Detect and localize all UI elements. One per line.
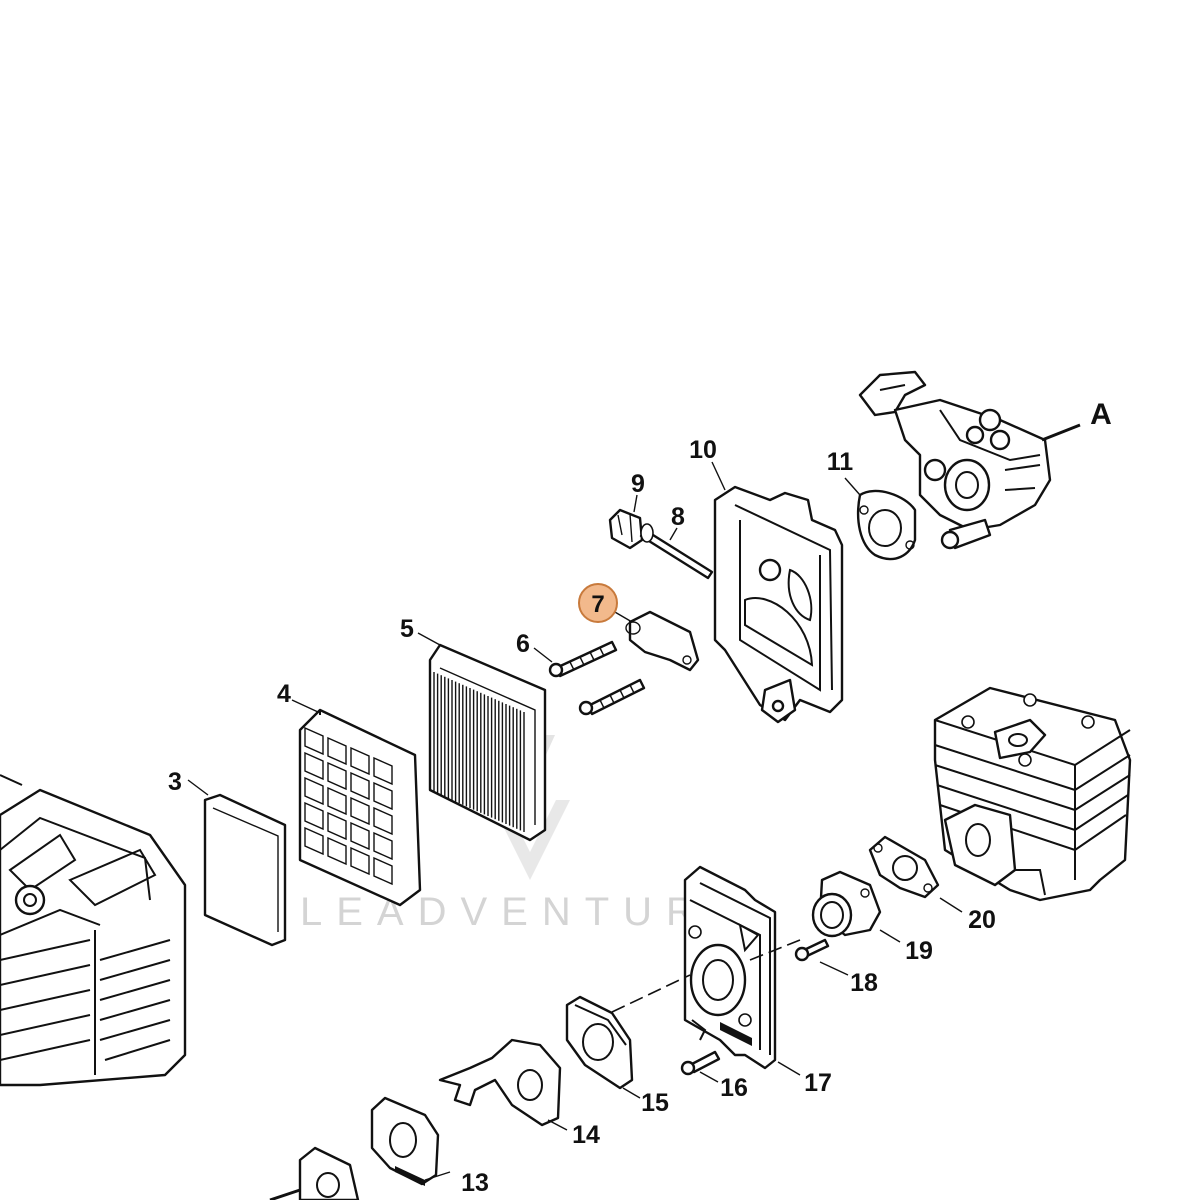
part-20-gasket: [868, 835, 940, 899]
part-6-screws: [548, 640, 646, 716]
part-7-bracket-plate: [625, 610, 700, 672]
part-label-15: 15: [641, 1089, 669, 1117]
part-labels: 3 4 5 6 8 9 10 11 13 14 15 16 17 18 19 2…: [168, 398, 1112, 1197]
highlight-part-7[interactable]: 7: [578, 583, 618, 623]
part-label-17: 17: [804, 1069, 832, 1097]
part-16-screw: [680, 1050, 721, 1076]
prefilter-cell: [350, 846, 370, 876]
part-label-13: 13: [461, 1169, 489, 1197]
part-17-intake-flange: [683, 865, 777, 1070]
part-label-9: 9: [631, 470, 645, 498]
engine-housing: [0, 774, 187, 1087]
part-14-bracket: [438, 1038, 562, 1127]
part-label-14: 14: [572, 1121, 600, 1149]
part-4-prefilter: [298, 708, 422, 907]
prefilter-cell: [327, 736, 347, 766]
part-5-air-filter: [428, 643, 547, 842]
prefilter-cell: [373, 856, 393, 886]
part-label-5: 5: [400, 615, 414, 643]
cylinder: [933, 686, 1132, 902]
watermark-text: LEADVENTURE: [300, 890, 750, 934]
part-18-screw: [794, 938, 830, 962]
prefilter-cell: [350, 796, 370, 826]
prefilter-cell: [327, 811, 347, 841]
part-label-20: 20: [968, 906, 996, 934]
part-label-3: 3: [168, 768, 182, 796]
prefilter-cell: [327, 761, 347, 791]
prefilter-cell: [350, 746, 370, 776]
prefilter-cell: [327, 786, 347, 816]
part-9-fitting: [608, 508, 644, 550]
part-10-filter-base: [713, 485, 844, 724]
prefilter-cell: [304, 726, 324, 756]
prefilter-cell: [304, 826, 324, 856]
part-11-gasket: [856, 489, 917, 561]
part-19-manifold: [811, 870, 882, 938]
prefilter-cell: [373, 831, 393, 861]
part-13-spacer: [370, 1096, 440, 1186]
assembly-lines: [611, 939, 801, 1013]
part-label-10: 10: [689, 436, 717, 464]
prefilter-cell: [304, 801, 324, 831]
part-label-6: 6: [516, 630, 530, 658]
part-label-16: 16: [720, 1074, 748, 1102]
leader-lines: [187, 461, 963, 1181]
prefilter-cell: [373, 756, 393, 786]
part-label-4: 4: [277, 680, 291, 708]
prefilter-cell: [304, 751, 324, 781]
prefilter-cell: [327, 836, 347, 866]
part-3-filter-pad: [203, 793, 287, 947]
prefilter-cell: [350, 771, 370, 801]
part-label-18: 18: [850, 969, 878, 997]
part-8-rod: [639, 523, 714, 580]
prefilter-cell: [373, 781, 393, 811]
callout-label-a: A: [1090, 398, 1112, 431]
part-15-spacer: [565, 995, 634, 1090]
part-label-19: 19: [905, 937, 933, 965]
part-label-11: 11: [827, 448, 854, 476]
part-label-7: 7: [591, 591, 604, 618]
prefilter-cell: [304, 776, 324, 806]
carburetor-assembly: [858, 370, 1081, 550]
part-12-gasket-partial: [269, 1146, 360, 1200]
part-label-8: 8: [671, 503, 685, 531]
prefilter-cell: [350, 821, 370, 851]
prefilter-cell: [373, 806, 393, 836]
